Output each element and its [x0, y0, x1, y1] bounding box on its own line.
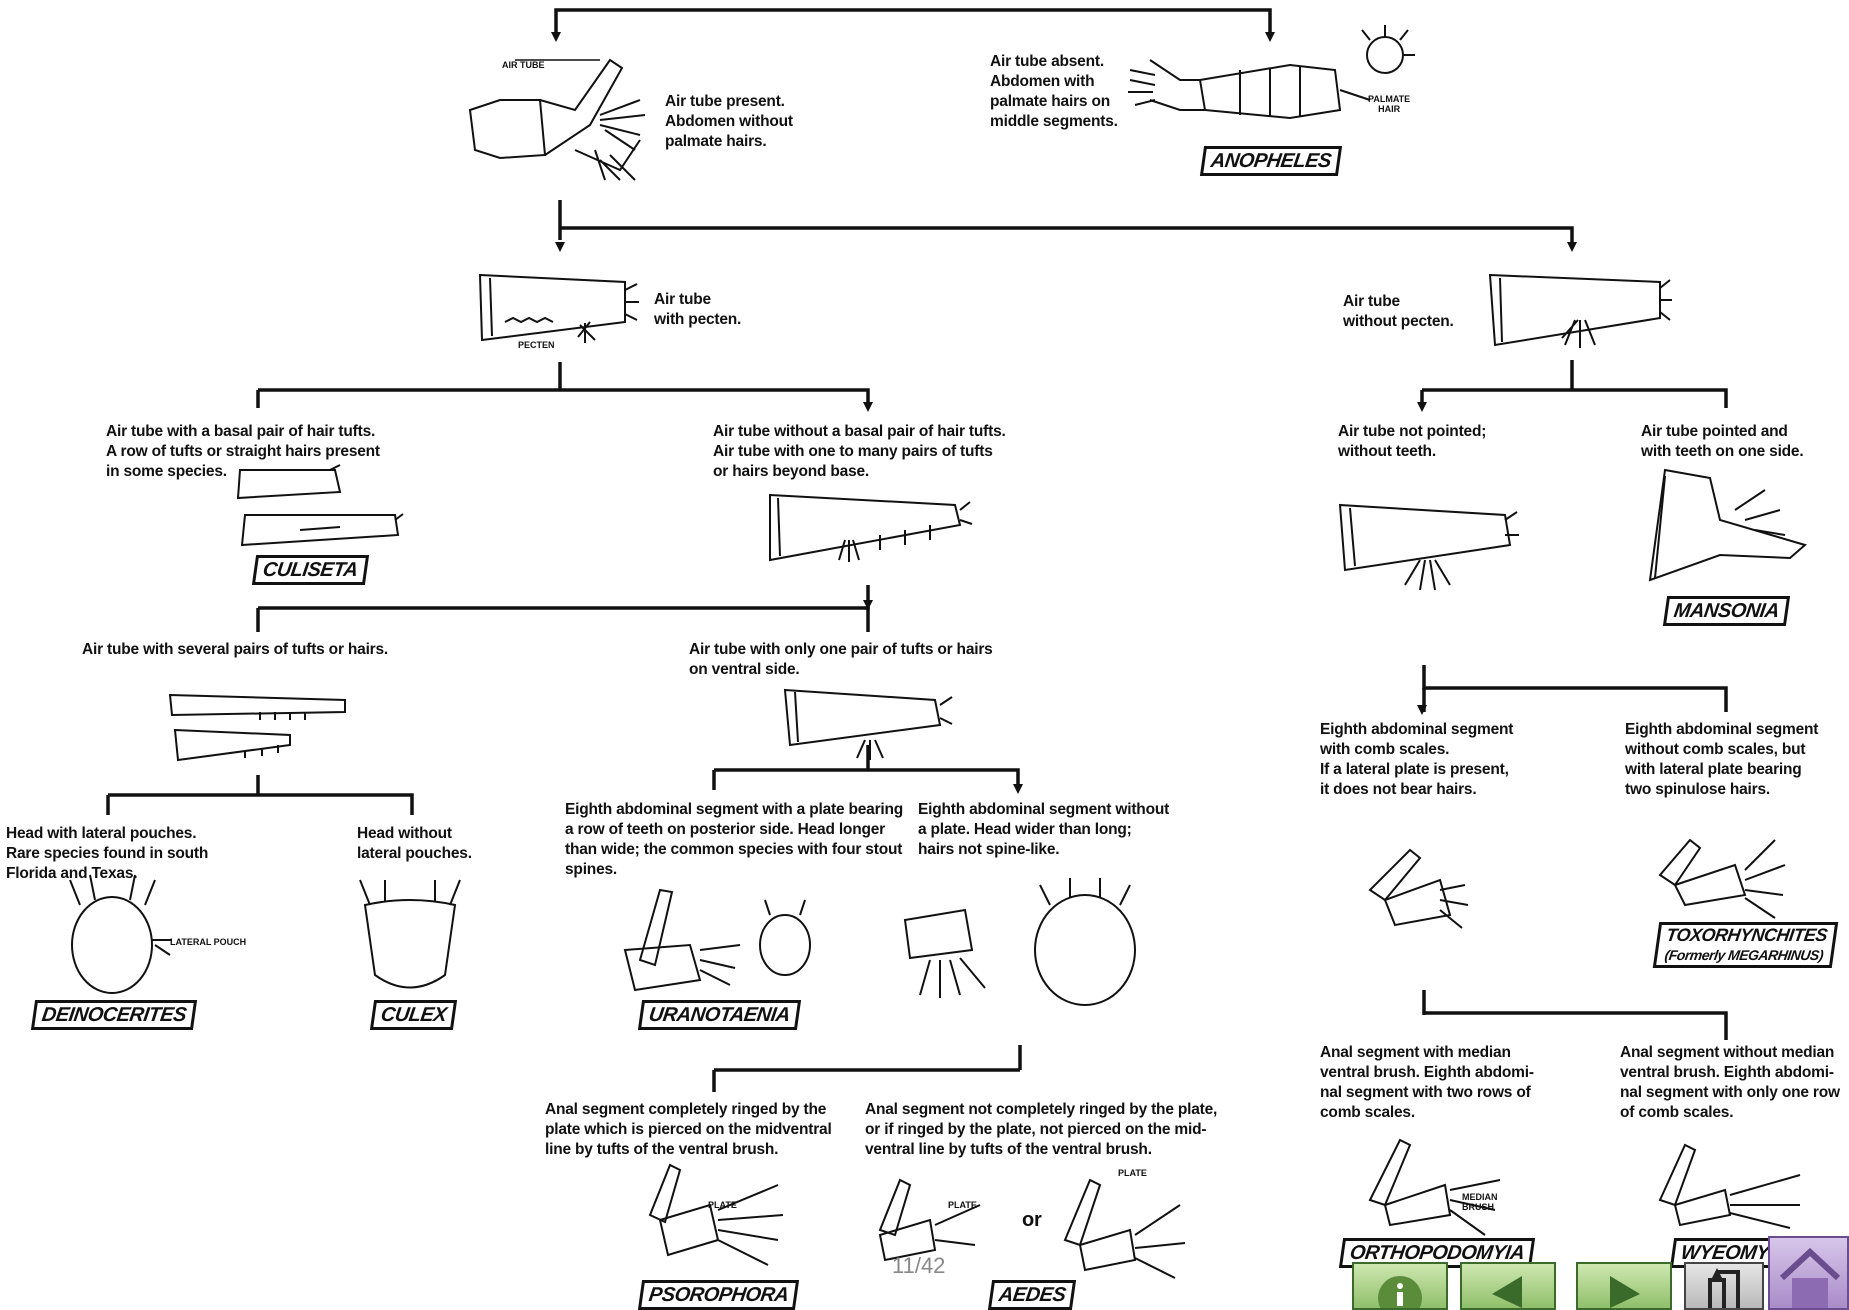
larva-air-tube-sketch: [468, 58, 646, 181]
forward-arrow-icon: [1610, 1276, 1640, 1308]
or-label: or: [1022, 1209, 1042, 1231]
key-lines: [106, 8, 1728, 1092]
genus-toxorhynchites: TOXORHYNCHITES (Formerly MEGARHINUS): [1652, 922, 1838, 968]
deinocerites-head-sketch: [69, 874, 172, 994]
one-pair-tube-sketch: [783, 688, 953, 760]
no-plate-label: Eighth abdominal segment without a plate…: [918, 801, 1170, 858]
no-plate-larva-sketch: [903, 878, 1136, 1006]
psorophora-larva-sketch: [648, 1163, 784, 1266]
median-brush-label: Anal segment with median ventral brush. …: [1320, 1044, 1534, 1121]
pointed-tube-sketch: [1648, 468, 1808, 582]
pecten-tag: PECTEN: [518, 340, 555, 350]
no-median-brush-label: Anal segment without median ventral brus…: [1620, 1044, 1840, 1121]
anopheles-larva-sketch: [1128, 25, 1415, 120]
plate-tag-aedes-alt: PLATE: [1118, 1168, 1147, 1178]
toxorhynchites-name: TOXORHYNCHITES: [1665, 925, 1829, 945]
multi-tuft-tube-sketch: [769, 493, 973, 562]
genus-deinocerites: DEINOCERITES: [30, 1000, 198, 1030]
wyeomyia-larva-sketch: [1658, 1143, 1801, 1229]
palmate-hair-tag: PALMATE HAIR: [1368, 94, 1411, 114]
home-icon: [1779, 1247, 1841, 1308]
genus-anopheles: ANOPHELES: [1199, 146, 1343, 176]
arrowheads: [551, 32, 1577, 794]
not-ringed-label: Anal segment not completely ringed by th…: [865, 1101, 1218, 1158]
aedes-larva-sketch: [878, 1178, 1186, 1279]
several-pairs-tube-sketch: [168, 693, 346, 762]
with-pecten-label: Air tube with pecten.: [654, 291, 742, 328]
culiseta-tube-sketch: [236, 464, 404, 547]
uranotaenia-sketch: [623, 888, 811, 992]
page-counter: 11/42: [892, 1253, 946, 1278]
genus-culex: CULEX: [369, 1000, 458, 1030]
no-pecten-air-tube-sketch: [1488, 273, 1672, 348]
ringed-label: Anal segment completely ringed by the pl…: [545, 1101, 832, 1158]
not-pointed-label: Air tube not pointed; without teeth.: [1338, 423, 1487, 460]
toxorhynchites-note: (Formerly MEGARHINUS): [1663, 947, 1825, 963]
not-pointed-tube-sketch: [1338, 503, 1519, 591]
comb-scales-label: Eighth abdominal segment with comb scale…: [1320, 721, 1514, 798]
back-arrow-icon: [1492, 1276, 1522, 1308]
one-pair-label: Air tube with only one pair of tufts or …: [689, 641, 993, 678]
return-button[interactable]: [1684, 1262, 1764, 1310]
genus-mansonia: MANSONIA: [1662, 596, 1790, 626]
comb-scales-larva-sketch: [1368, 848, 1469, 929]
plate-teeth-label: Eighth abdominal segment with a plate be…: [565, 801, 904, 878]
back-button[interactable]: [1460, 1262, 1556, 1310]
without-pecten-label: Air tube without pecten.: [1343, 293, 1454, 330]
toxorhynchites-larva-sketch: [1658, 838, 1786, 919]
median-brush-tag: MEDIAN BRUSH: [1462, 1192, 1498, 1212]
no-comb-scales-label: Eighth abdominal segment without comb sc…: [1625, 721, 1819, 798]
info-icon: [1378, 1276, 1422, 1308]
air-tube-absent-label: Air tube absent. Abdomen with palmate ha…: [990, 53, 1118, 130]
air-tube-tag: AIR TUBE: [502, 60, 545, 70]
orthopodomyia-larva-sketch: [1368, 1138, 1501, 1236]
air-tube-present-label: Air tube present. Abdomen without palmat…: [665, 93, 793, 150]
genus-culiseta: CULISETA: [251, 555, 369, 585]
lateral-pouches-label: Head with lateral pouches. Rare species …: [6, 825, 209, 882]
no-pouches-label: Head without lateral pouches.: [357, 825, 472, 862]
return-icon: [1708, 1268, 1740, 1308]
lateral-pouch-tag: LATERAL POUCH: [170, 937, 247, 947]
plate-tag-psorophora: PLATE: [708, 1200, 737, 1210]
info-button[interactable]: [1352, 1262, 1448, 1310]
genus-uranotaenia: URANOTAENIA: [637, 1000, 801, 1030]
home-button[interactable]: [1768, 1236, 1849, 1310]
pecten-air-tube-sketch: [478, 273, 639, 343]
no-basal-pair-label: Air tube without a basal pair of hair tu…: [713, 423, 1006, 480]
pointed-label: Air tube pointed and with teeth on one s…: [1641, 423, 1804, 460]
plate-tag-aedes: PLATE: [948, 1200, 977, 1210]
several-pairs-label: Air tube with several pairs of tufts or …: [82, 641, 389, 658]
culex-head-sketch: [359, 879, 461, 989]
forward-button[interactable]: [1576, 1262, 1672, 1310]
basal-pair-label: Air tube with a basal pair of hair tufts…: [106, 423, 380, 480]
